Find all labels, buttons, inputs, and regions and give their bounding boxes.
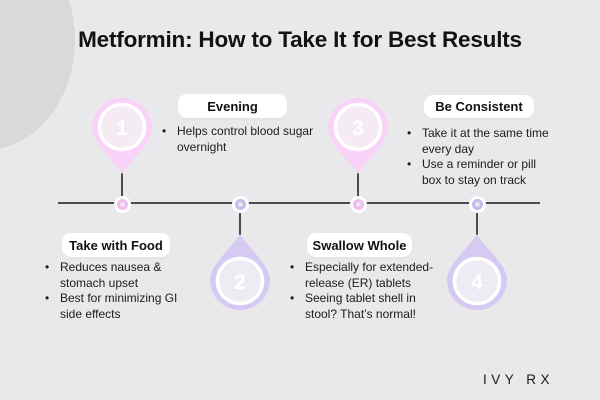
pin-stem — [121, 173, 123, 197]
bullet-text: Seeing tablet shell in stool? That’s nor… — [305, 291, 416, 321]
brand-logo: IVY RX — [482, 372, 554, 387]
section-title-card: Take with Food — [62, 233, 170, 257]
bullet-item: • Reduces nausea & stomach upset — [45, 260, 220, 291]
timeline-node — [113, 195, 131, 213]
bullet-text: Reduces nausea & stomach upset — [60, 260, 162, 290]
bullet-item: • Helps control blood sugar overnight — [162, 124, 337, 155]
page-title: Metformin: How to Take It for Best Resul… — [78, 27, 522, 52]
bullet-item: • Seeing tablet shell in stool? That’s no… — [290, 291, 465, 322]
bullet-list: • Reduces nausea & stomach upset • Best for… — [45, 260, 220, 322]
section-title-card: Be Consistent — [424, 95, 534, 118]
step-number: 4 — [471, 271, 483, 294]
map-pin-icon: 3 — [328, 98, 388, 174]
step-number: 2 — [234, 271, 246, 294]
bullet-dot: • — [407, 157, 412, 171]
map-pin-icon: 2 — [210, 234, 270, 310]
section-title-card: Evening — [178, 94, 287, 118]
bullet-text: Helps control blood sugar overnight — [177, 124, 314, 154]
bullet-list: • Especially for extended- release (ER) t… — [290, 260, 465, 322]
bullet-text: Best for minimizing GI side effects — [60, 291, 178, 321]
timeline-node — [349, 195, 367, 213]
step-number: 1 — [116, 117, 128, 140]
bullet-list: •Take it at the same time every day• Use… — [407, 126, 577, 188]
bullet-dot: • — [407, 126, 412, 140]
pin-stem — [357, 173, 359, 197]
bullet-dot: • — [290, 291, 295, 305]
bullet-item: • Take it at the same time every day — [407, 126, 577, 157]
step-number: 3 — [352, 117, 364, 140]
bullet-item: • Especially for extended- release (ER) t… — [290, 260, 465, 291]
bullet-text: Especially for extended- release (ER) ta… — [305, 260, 434, 290]
background-blob — [0, 0, 75, 150]
timeline-node — [231, 195, 249, 213]
timeline-line — [58, 202, 540, 204]
bullet-item: • Use a reminder or pill box to stay on … — [407, 157, 577, 188]
timeline-node — [468, 195, 486, 213]
bullet-dot: • — [290, 260, 295, 274]
bullet-text: Use a reminder or pill box to stay on tr… — [422, 157, 537, 187]
bullet-dot: • — [45, 260, 50, 274]
section-title-card: Swallow Whole — [307, 233, 412, 257]
map-pin-icon: 1 — [92, 98, 152, 174]
pin-stem — [476, 210, 478, 235]
bullet-list: • Helps control blood sugar overnight — [162, 124, 337, 155]
map-pin-icon: 4 — [447, 234, 507, 310]
bullet-item: • Best for minimizing GI side effects — [45, 291, 220, 322]
bullet-dot: • — [45, 291, 50, 305]
bullet-text: Take it at the same time every day — [422, 126, 549, 156]
pin-stem — [239, 210, 241, 235]
bullet-dot: • — [162, 124, 167, 138]
